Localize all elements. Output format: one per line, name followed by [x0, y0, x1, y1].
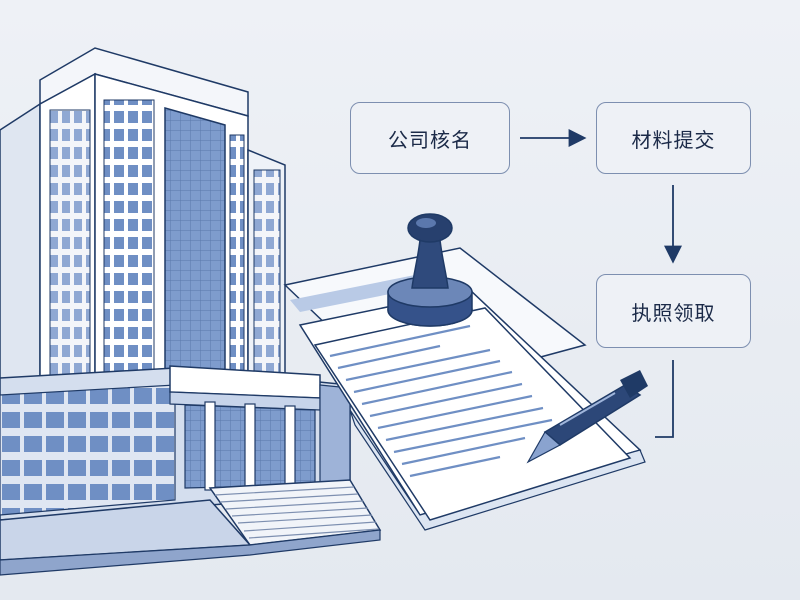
step-box-materials-submission: 材料提交	[596, 102, 751, 174]
fountain-pen-icon	[526, 370, 648, 464]
step-label: 公司核名	[388, 127, 472, 152]
flow-connectors	[520, 129, 682, 438]
rubber-stamp-icon	[387, 213, 473, 327]
office-building-icon	[0, 47, 382, 576]
step-box-license-pickup: 执照领取	[596, 274, 751, 348]
connector-to-documents	[655, 360, 674, 438]
step-label: 材料提交	[631, 127, 716, 152]
step-label: 执照领取	[631, 300, 716, 325]
step-box-company-name-check: 公司核名	[350, 102, 510, 174]
